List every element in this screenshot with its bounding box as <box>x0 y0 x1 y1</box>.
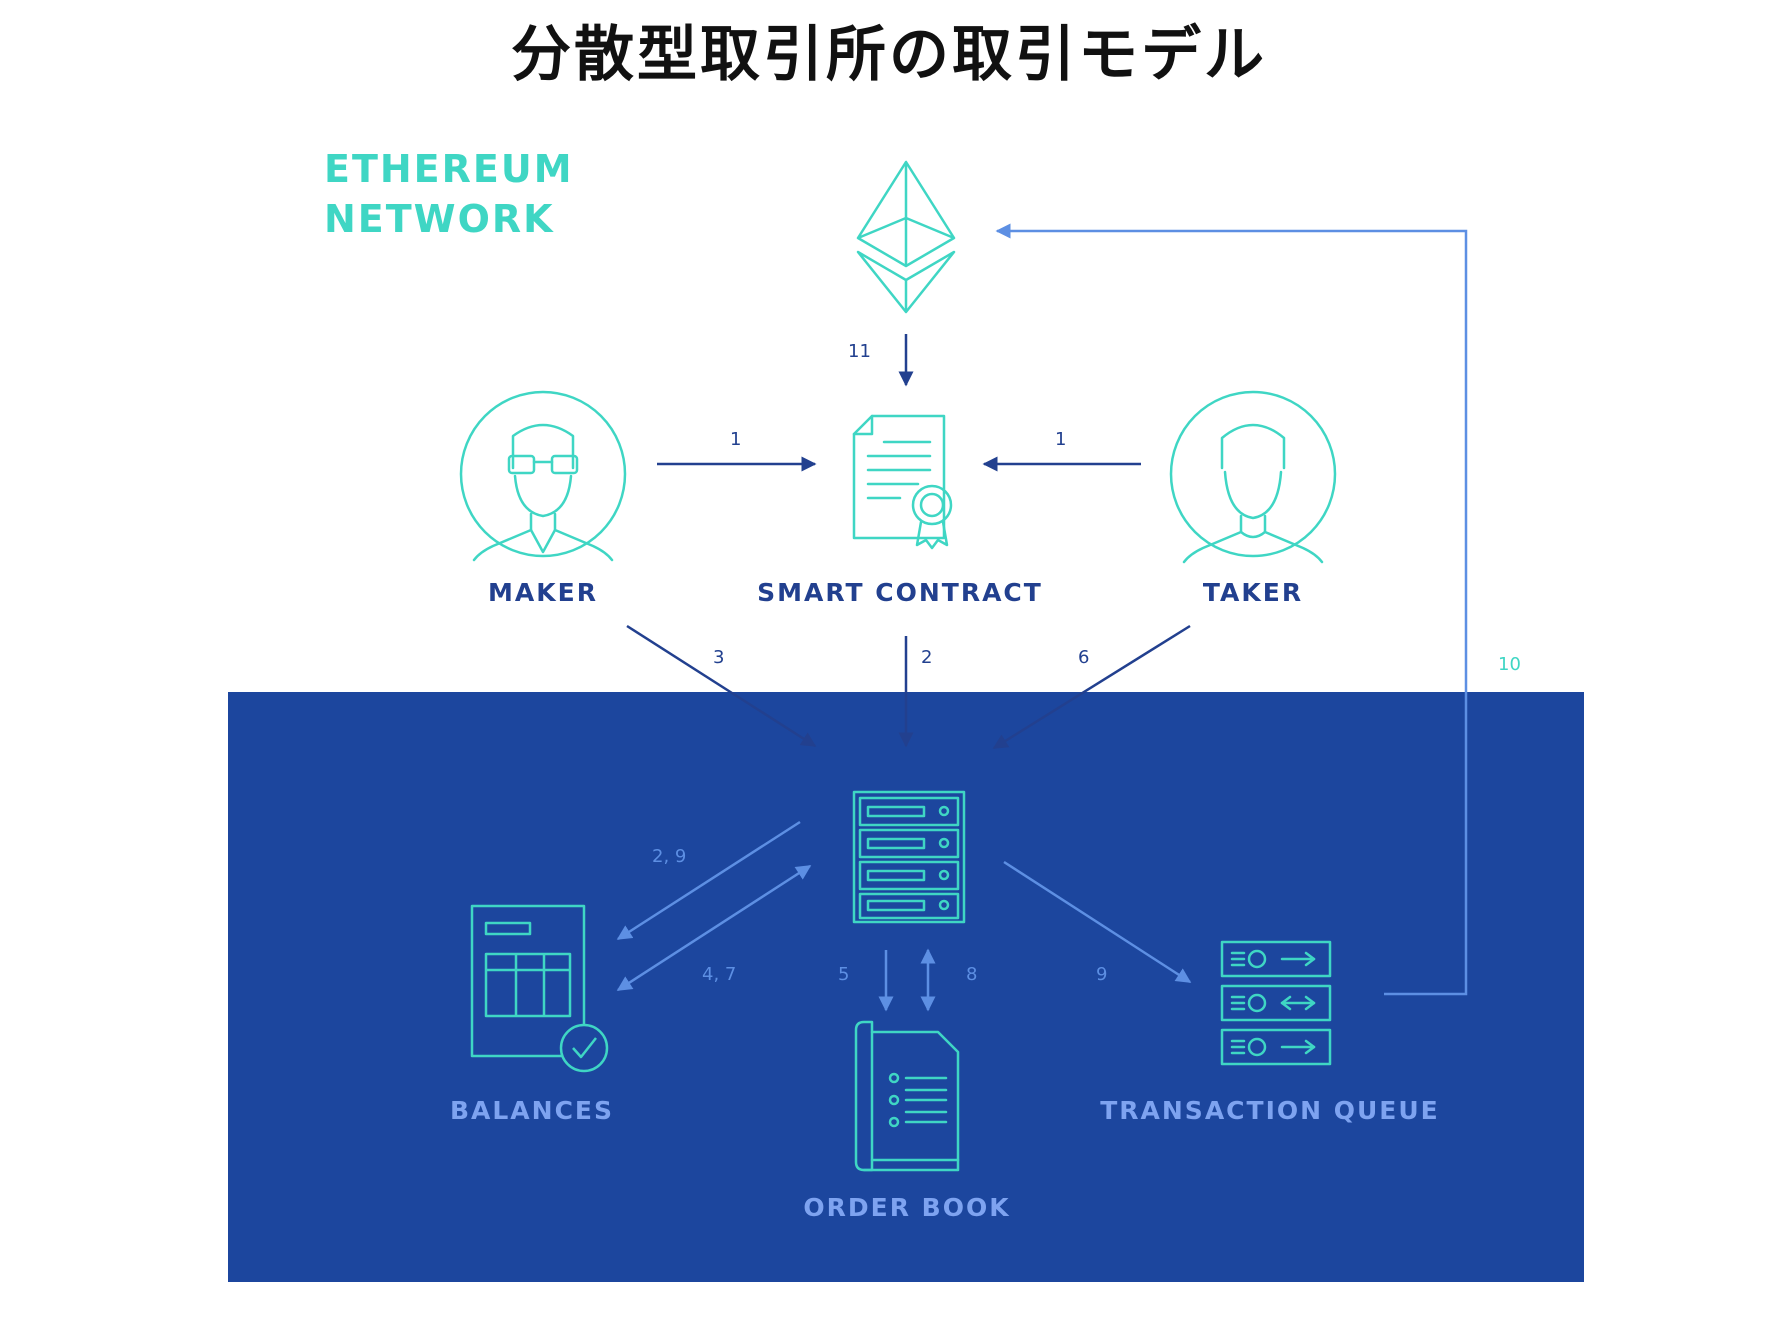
step-6-label: 6 <box>1078 647 1089 668</box>
arrow-queue-to-eth <box>995 223 1468 996</box>
smart-contract-label: SMART CONTRACT <box>757 578 1043 607</box>
step-8-label: 8 <box>966 964 977 985</box>
step-1-taker-label: 1 <box>1055 429 1066 450</box>
arrow-maker-to-server <box>626 624 817 748</box>
maker-icon <box>459 390 627 562</box>
balances-label: BALANCES <box>450 1096 614 1125</box>
offchain-panel <box>228 692 1584 1282</box>
arrow-server-to-queue <box>1003 860 1192 984</box>
step-10-label: 10 <box>1498 654 1521 675</box>
arrow-balances-to-server <box>616 864 812 992</box>
step-4-7-label: 4, 7 <box>702 964 736 985</box>
ethereum-icon <box>856 160 956 314</box>
network-label: ETHEREUM NETWORK <box>324 147 589 241</box>
step-3-label: 3 <box>713 647 724 668</box>
step-1-maker-label: 1 <box>730 429 741 450</box>
transaction-queue-icon <box>1220 940 1332 1066</box>
taker-label: TAKER <box>1203 578 1303 607</box>
step-5-label: 5 <box>838 964 849 985</box>
transaction-queue-label: TRANSACTION QUEUE <box>1100 1096 1440 1125</box>
smart-contract-icon <box>852 414 953 550</box>
order-book-label: ORDER BOOK <box>803 1193 1010 1222</box>
step-2-9-label: 2, 9 <box>652 846 686 867</box>
step-11-label: 11 <box>848 341 871 362</box>
step-9-label: 9 <box>1096 964 1107 985</box>
taker-icon <box>1169 390 1337 564</box>
order-book-icon <box>854 1020 960 1172</box>
maker-label: MAKER <box>488 578 598 607</box>
step-2-label: 2 <box>921 647 932 668</box>
balances-icon <box>470 904 609 1073</box>
page-title: 分散型取引所の取引モデル <box>511 20 1267 90</box>
server-icon <box>852 790 966 924</box>
arrow-taker-to-server <box>992 624 1191 750</box>
